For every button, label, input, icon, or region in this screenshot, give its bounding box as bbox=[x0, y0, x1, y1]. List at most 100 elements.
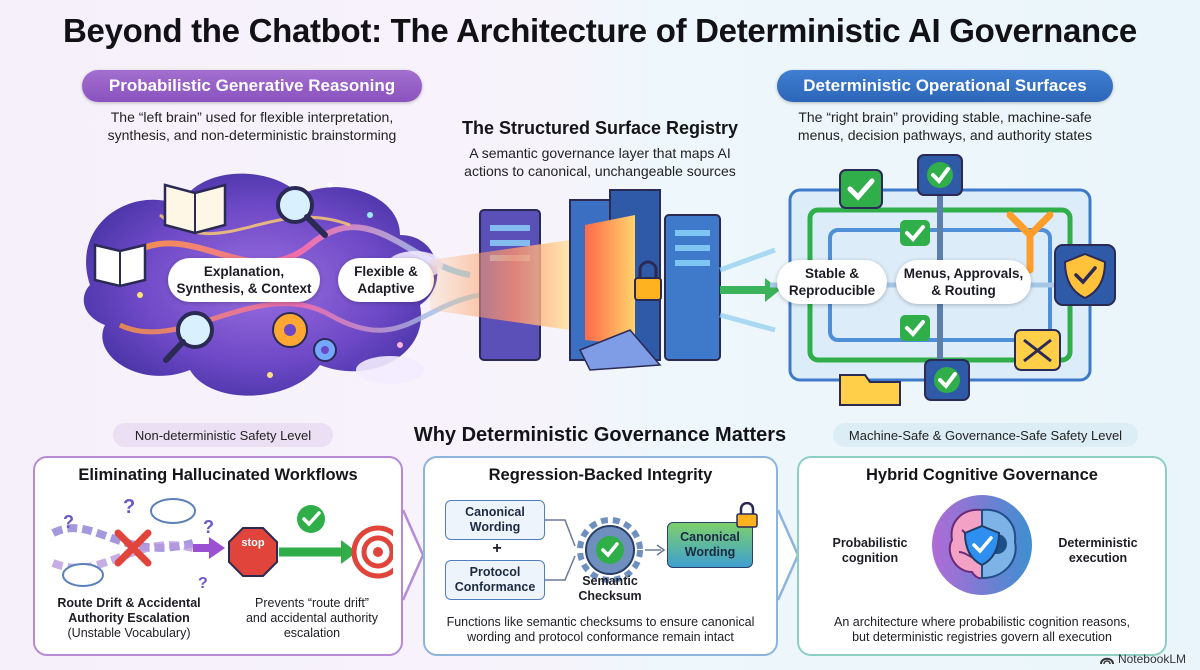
checksum-illustration bbox=[545, 517, 665, 583]
left-desc-line2: synthesis, and non-deterministic brainst… bbox=[107, 127, 397, 143]
card1-right-line3: escalation bbox=[283, 626, 341, 640]
card1-right-line2: and accidental authority bbox=[245, 611, 379, 625]
card3-caption: An architecture where probabilistic cogn… bbox=[807, 615, 1157, 645]
target-icon bbox=[351, 525, 393, 579]
bubble1-line2: Synthesis, & Context bbox=[176, 281, 312, 296]
explanation-bubble: Explanation, Synthesis, & Context bbox=[168, 258, 320, 302]
notebooklm-icon bbox=[1099, 657, 1114, 665]
lock-icon bbox=[736, 502, 758, 528]
magnifier-icon-2 bbox=[163, 311, 214, 363]
box1-line2: Wording bbox=[469, 520, 521, 534]
machine-safe-tag: Machine-Safe & Governance-Safe Safety Le… bbox=[833, 423, 1138, 447]
rbubble2-line2: & Routing bbox=[931, 283, 996, 298]
registry-title: The Structured Surface Registry bbox=[461, 118, 739, 138]
route-drift-illustration: ? ? ? ? bbox=[51, 496, 393, 592]
registry-description: A semantic governance layer that maps AI… bbox=[420, 144, 780, 180]
bubble2-line1: Flexible & bbox=[354, 264, 418, 279]
svg-text:?: ? bbox=[203, 517, 214, 537]
gear-check-icon bbox=[577, 517, 643, 583]
bubble2-line2: Adaptive bbox=[357, 281, 415, 296]
right-desc-line1: The “right brain” providing stable, mach… bbox=[798, 109, 1092, 125]
left-desc-line1: The “left brain” used for flexible inter… bbox=[110, 109, 394, 125]
card3-right-label: Deterministic execution bbox=[1043, 536, 1153, 566]
result-line2: Wording bbox=[684, 545, 736, 559]
registry-gateway-illustration bbox=[430, 189, 780, 371]
card-hallucinated-workflows: Eliminating Hallucinated Workflows ? ? ?… bbox=[33, 456, 403, 656]
card2-title: Regression-Backed Integrity bbox=[488, 466, 713, 484]
check-icon bbox=[839, 169, 883, 209]
card1-right-line1: Prevents “route drift” bbox=[255, 596, 369, 610]
hybrid-brain-gear-illustration bbox=[932, 495, 1032, 595]
section-title: Why Deterministic Governance Matters bbox=[413, 424, 787, 446]
card1-left-caption: Route Drift & Accidental Authority Escal… bbox=[39, 596, 219, 641]
svg-text:?: ? bbox=[123, 496, 135, 518]
right-desc-line2: menus, decision pathways, and authority … bbox=[797, 127, 1093, 143]
rbubble1-line1: Stable & bbox=[804, 266, 859, 281]
svg-text:?: ? bbox=[198, 575, 208, 592]
card-hybrid-governance: Hybrid Cognitive Governance Probabilisti… bbox=[797, 456, 1167, 656]
stop-sign-icon bbox=[228, 527, 278, 577]
notebooklm-logo: NotebookLM bbox=[1099, 652, 1186, 666]
gear-line1: Semantic bbox=[582, 574, 638, 588]
probabilistic-pill: Probabilistic Generative Reasoning bbox=[82, 70, 422, 102]
card3-caption-line1: An architecture where probabilistic cogn… bbox=[834, 615, 1130, 629]
folder-icon bbox=[839, 374, 901, 406]
check-icon-2 bbox=[917, 154, 963, 196]
check-circle-icon bbox=[297, 505, 325, 533]
flexible-bubble: Flexible & Adaptive bbox=[338, 258, 434, 302]
card1-left-line3: (Unstable Vocabulary) bbox=[67, 626, 191, 640]
card3-left-label: Probabilistic cognition bbox=[815, 536, 925, 566]
box2-line1: Protocol bbox=[469, 565, 521, 579]
magnifier-icon bbox=[276, 186, 328, 238]
card3-right-line2: execution bbox=[1068, 551, 1128, 565]
stable-bubble: Stable & Reproducible bbox=[777, 260, 887, 304]
menus-bubble: Menus, Approvals, & Routing bbox=[896, 260, 1031, 304]
card3-left-line2: cognition bbox=[841, 551, 899, 565]
stop-label: stop bbox=[241, 537, 265, 549]
right-description: The “right brain” providing stable, mach… bbox=[770, 108, 1120, 144]
left-description: The “left brain” used for flexible inter… bbox=[82, 108, 422, 144]
card2-caption-line2: wording and protocol conformance remain … bbox=[467, 630, 734, 644]
book-icon bbox=[93, 243, 147, 288]
card3-caption-line2: but deterministic registries govern all … bbox=[852, 630, 1112, 644]
center-desc-line1: A semantic governance layer that maps AI bbox=[469, 145, 731, 161]
gear-line2: Checksum bbox=[578, 589, 642, 603]
open-book-icon bbox=[163, 183, 227, 235]
result-line1: Canonical bbox=[680, 530, 740, 544]
plus-sign: + bbox=[492, 540, 502, 557]
check-icon-4 bbox=[900, 315, 930, 341]
page-title: Beyond the Chatbot: The Architecture of … bbox=[63, 12, 1137, 49]
card3-title: Hybrid Cognitive Governance bbox=[866, 466, 1098, 484]
card1-left-line1: Route Drift & Accidental bbox=[57, 596, 201, 610]
branch-arrow-icon bbox=[1006, 211, 1054, 274]
bubble1-line1: Explanation, bbox=[203, 264, 285, 279]
rbubble2-line1: Menus, Approvals, bbox=[903, 266, 1024, 281]
card3-left-line1: Probabilistic bbox=[832, 536, 908, 550]
svg-text:?: ? bbox=[63, 512, 74, 532]
gear-icon-2 bbox=[313, 338, 337, 362]
box1-line1: Canonical bbox=[465, 505, 525, 519]
non-deterministic-tag: Non-deterministic Safety Level bbox=[113, 423, 333, 447]
cloud-icon-2 bbox=[62, 563, 104, 587]
gear-icon bbox=[272, 312, 308, 348]
deterministic-pill: Deterministic Operational Surfaces bbox=[777, 70, 1113, 102]
padlock-icon bbox=[634, 260, 662, 301]
shield-check-icon bbox=[963, 524, 1001, 567]
card2-caption: Functions like semantic checksums to ens… bbox=[433, 615, 768, 645]
check-icon-3 bbox=[900, 220, 930, 246]
card3-right-line1: Deterministic bbox=[1058, 536, 1138, 550]
shuffle-icon bbox=[1014, 329, 1061, 371]
footer-label: NotebookLM bbox=[1117, 652, 1186, 666]
card1-left-line2: Authority Escalation bbox=[68, 611, 190, 625]
card1-title: Eliminating Hallucinated Workflows bbox=[78, 466, 358, 484]
card1-right-caption: Prevents “route drift” and accidental au… bbox=[227, 596, 397, 641]
box2-line2: Conformance bbox=[454, 580, 536, 594]
rbubble1-line2: Reproducible bbox=[788, 283, 876, 298]
checksum-label: Semantic Checksum bbox=[565, 574, 655, 604]
shield-icon bbox=[1054, 244, 1116, 306]
cloud-icon bbox=[150, 498, 196, 524]
